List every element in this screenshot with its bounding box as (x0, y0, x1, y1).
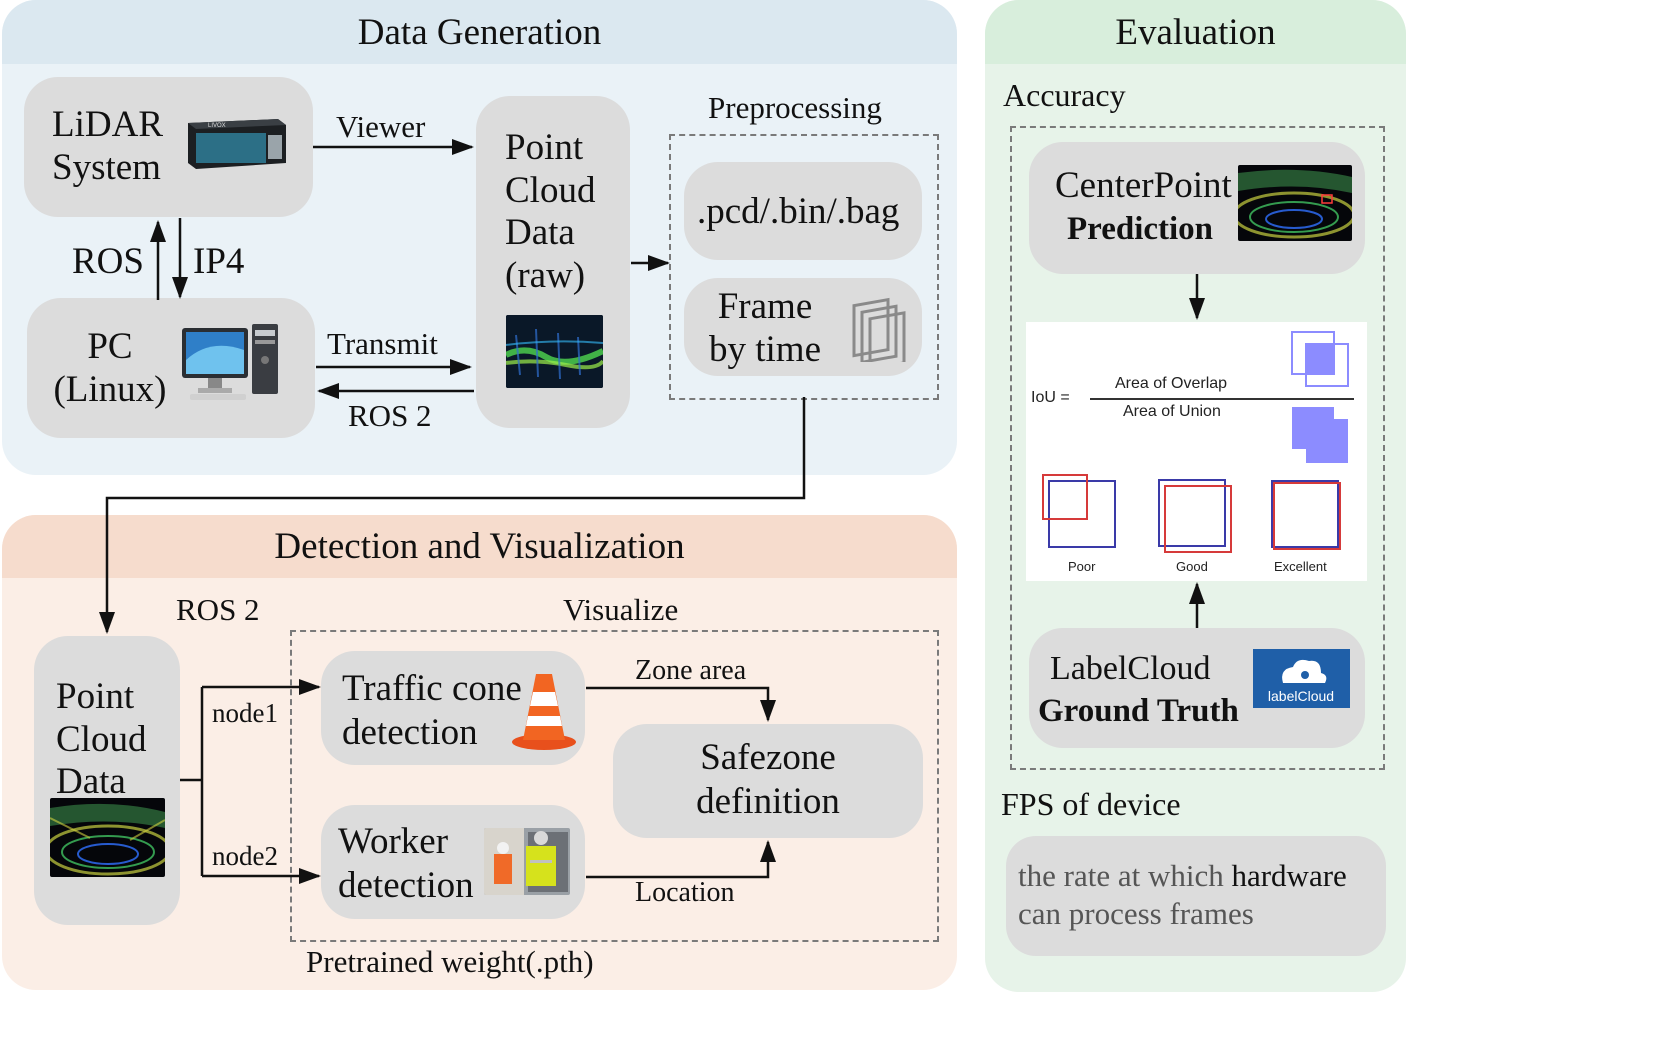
centerpoint-prediction-image (1238, 165, 1352, 241)
fps-description-line1: the rate at which hardware (1018, 858, 1347, 893)
detection-header: Detection and Visualization (2, 515, 957, 578)
formats-label: .pcd/.bin/.bag (697, 191, 900, 232)
area-of-overlap-label: Area of Overlap (1115, 375, 1228, 392)
evaluation-header: Evaluation (985, 0, 1406, 64)
poor-label: Poor (1068, 559, 1096, 574)
zone-area-arrow (586, 686, 776, 722)
fps-description-hardware: hardware (1231, 858, 1347, 893)
iou-good-diagram (1156, 478, 1236, 554)
fps-description-line2: can process frames (1018, 896, 1254, 931)
excellent-label: Excellent (1274, 559, 1327, 574)
lidar-system-label: LiDAR System (52, 104, 163, 188)
traffic-cone-detection-label: Traffic cone detection (342, 668, 522, 754)
data-generation-header: Data Generation (2, 0, 957, 64)
fps-description-box (1006, 836, 1386, 956)
visualize-label: Visualize (563, 592, 679, 627)
labelcloud-label: LabelCloud (1050, 650, 1211, 687)
computer-icon (180, 320, 282, 402)
location-label: Location (635, 877, 735, 908)
traffic-cone-icon (511, 670, 577, 752)
worker-detection-label: Worker detection (338, 821, 474, 907)
node1-label: node1 (212, 698, 278, 728)
frame-by-time-label: Frame by time (708, 286, 821, 370)
centerpoint-label: CenterPoint (1055, 165, 1232, 206)
point-cloud-data-label: Point Cloud Data (56, 676, 147, 803)
workers-photo (484, 828, 570, 895)
iou-fraction-bar (1090, 398, 1354, 400)
safezone-definition-box (613, 724, 923, 838)
ros2-label-generation: ROS 2 (348, 398, 432, 433)
iou-excellent-diagram (1269, 478, 1343, 552)
area-of-union-label: Area of Union (1123, 403, 1221, 420)
raw-point-cloud-image (506, 315, 603, 388)
accuracy-label: Accuracy (1003, 77, 1126, 113)
ip4-label: IP4 (193, 241, 245, 282)
evaluation-title: Evaluation (1115, 11, 1276, 53)
point-cloud-scene-image (50, 798, 165, 877)
data-generation-title: Data Generation (357, 11, 602, 53)
lidar-device-icon: LIVOX (182, 113, 290, 171)
union-diagram-icon (1288, 405, 1352, 465)
iou-poor-diagram (1040, 472, 1120, 550)
visualize-dashed-frame (290, 630, 939, 942)
zone-area-label: Zone area (635, 655, 747, 686)
labelcloud-logo-text: labelCloud (1268, 688, 1334, 704)
formats-box (684, 162, 922, 260)
overlap-diagram-icon (1288, 330, 1352, 390)
pc-linux-label: PC (Linux) (53, 326, 167, 410)
safezone-definition-label: Safezone definition (696, 737, 840, 823)
good-label: Good (1176, 559, 1208, 574)
accuracy-dashed-frame (1010, 126, 1385, 770)
preprocessing-to-detection-connector (99, 397, 806, 634)
labelcloud-logo: labelCloud (1253, 649, 1350, 708)
viewer-label: Viewer (336, 109, 426, 144)
node2-label: node2 (212, 841, 278, 871)
iou-label: IoU = (1031, 389, 1070, 406)
ground-truth-label: Ground Truth (1038, 693, 1239, 729)
prediction-label: Prediction (1067, 211, 1214, 247)
preprocessing-label: Preprocessing (708, 90, 882, 125)
ros-label: ROS (72, 241, 144, 282)
fps-description-plain: the rate at which (1018, 858, 1232, 893)
ros2-label-detection: ROS 2 (176, 592, 260, 627)
fps-label: FPS of device (1001, 786, 1181, 822)
pretrained-weight-label: Pretrained weight(.pth) (306, 944, 594, 979)
location-arrow (586, 840, 776, 879)
lidar-brand-text: LIVOX (208, 123, 226, 129)
transmit-label: Transmit (327, 326, 438, 361)
detection-title: Detection and Visualization (274, 526, 685, 567)
point-cloud-raw-label: Point Cloud Data (raw) (505, 127, 596, 296)
